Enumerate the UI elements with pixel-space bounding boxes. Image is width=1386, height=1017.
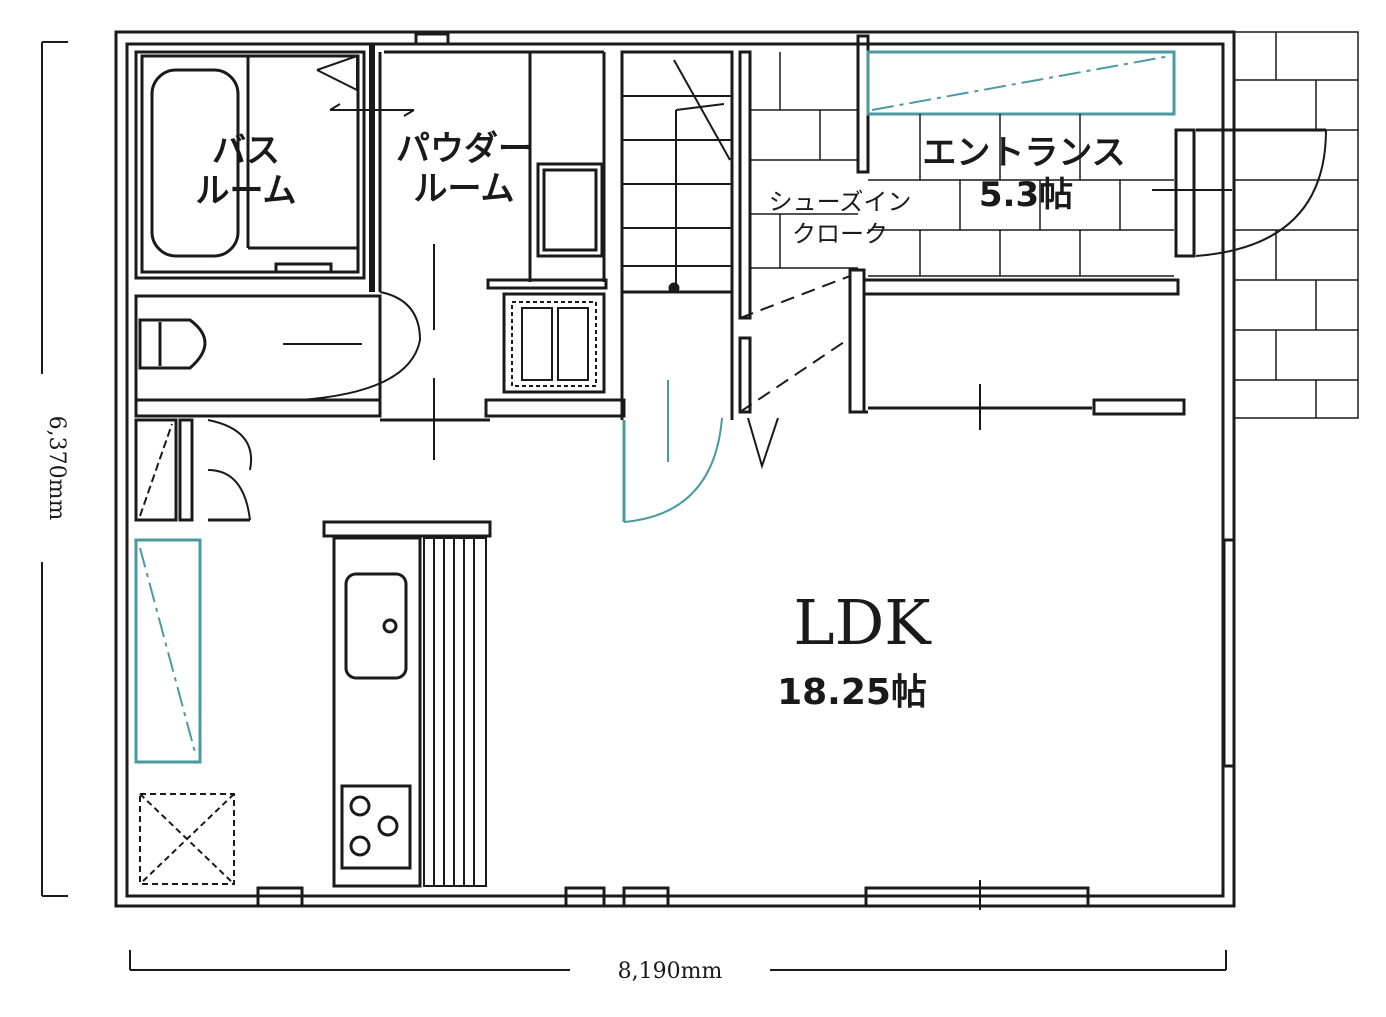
shoe-closet-label-line1: シューズイン xyxy=(769,188,912,216)
ldk-label: LDK xyxy=(793,586,932,659)
powder-label-line2: ルーム xyxy=(414,169,515,209)
storage-closet xyxy=(134,418,253,522)
entrance-size: 5.3帖 xyxy=(979,175,1073,215)
width-dimension: 8,190mm xyxy=(618,959,723,984)
staircase xyxy=(620,50,734,420)
pantry-cabinet xyxy=(134,538,202,764)
kitchen-counter xyxy=(322,520,492,888)
stair-door xyxy=(622,380,723,523)
dimension-lines xyxy=(41,41,1227,971)
shoe-closet-label-line2: クローク xyxy=(792,220,888,248)
height-dimension: 6,370mm xyxy=(44,416,69,521)
powder-label-line1: パウダー xyxy=(396,129,532,169)
kitchen-partition xyxy=(423,537,487,887)
toilet-room xyxy=(134,291,422,418)
ldk-windows xyxy=(256,384,1236,910)
entrance-label: エントランス xyxy=(922,133,1125,173)
bath-label-line1: バス xyxy=(212,131,280,171)
ldk-size: 18.25帖 xyxy=(777,672,927,713)
shoe-closet xyxy=(738,34,870,470)
exterior-walls xyxy=(114,30,1236,908)
exterior-tiles xyxy=(1233,31,1359,419)
powder-room xyxy=(384,32,608,460)
refrigerator xyxy=(139,793,235,885)
entrance-hall xyxy=(862,50,1186,416)
bath-label-line2: ルーム xyxy=(196,171,297,211)
bath-room xyxy=(134,50,415,280)
front-door xyxy=(1152,128,1327,258)
